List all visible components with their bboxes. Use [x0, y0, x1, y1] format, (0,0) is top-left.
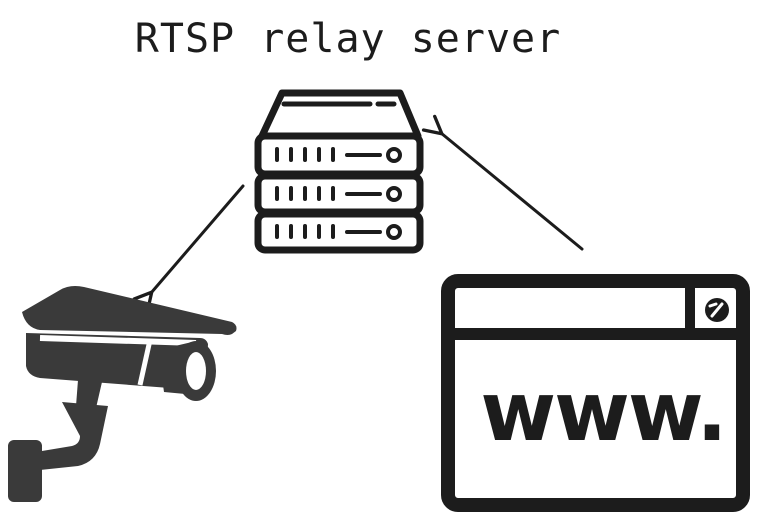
diagram-title: RTSP relay server [135, 16, 561, 62]
browser-url-text: www. [480, 365, 725, 460]
server-rack-icon [254, 89, 424, 254]
arrow-browser-to-server [421, 114, 584, 251]
security-camera-icon [8, 286, 237, 502]
arrow-server-to-camera [132, 184, 245, 313]
browser-window-icon: www. [441, 274, 750, 512]
